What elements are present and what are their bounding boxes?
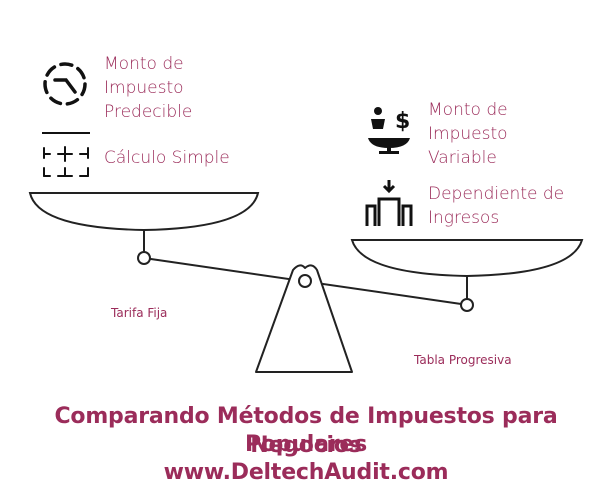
right-item1-label: Monto de Impuesto Variable [428,100,508,168]
left-item1-label: Monto de Impuesto Predecible [104,54,193,122]
left-pan [28,192,260,232]
right-pan-joint [460,298,474,312]
scale-fulcrum [255,264,353,373]
left-pan-joint [137,251,151,265]
right-item2-label: Dependiente de Ingresos [428,184,565,228]
calculator-icon [43,146,89,177]
footer-title-line2: Populares [244,432,368,457]
left-item2-label: Cálculo Simple [104,148,230,168]
fulcrum-pivot [298,274,312,288]
balance-coins-icon: $ [368,107,410,154]
right-pan [350,239,584,278]
dashed-clock-icon [43,62,87,106]
income-bars-icon [365,180,413,226]
footer-url: www.DeltechAudit.com [163,460,449,485]
footer-title-line1: Comparando Métodos de Impuestos para Neg… [54,404,558,458]
right-pan-caption: Tabla Progresiva [414,353,512,367]
left-pan-caption: Tarifa Fija [111,306,168,320]
svg-text:$: $ [395,109,410,134]
